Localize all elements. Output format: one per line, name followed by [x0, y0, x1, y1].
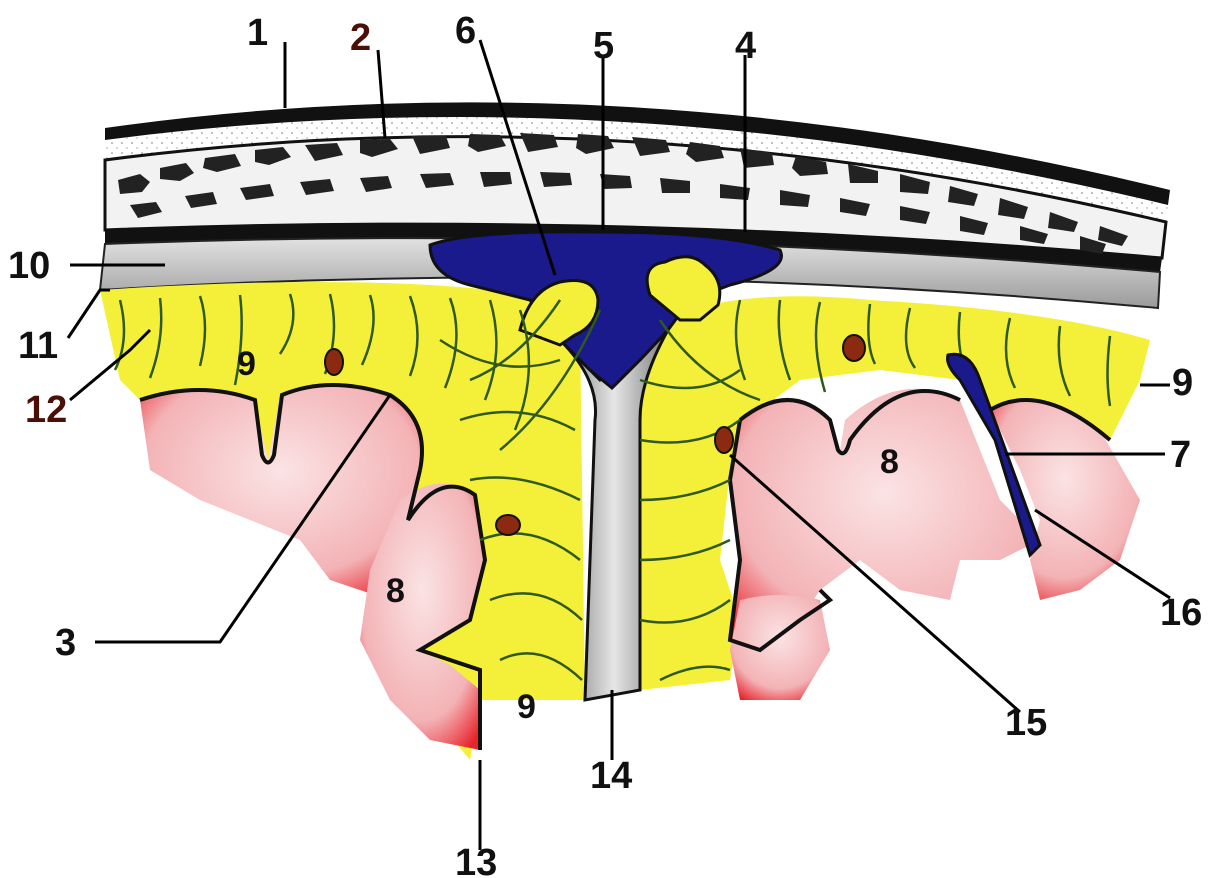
- label-16: 16: [1160, 592, 1202, 634]
- label-5: 5: [593, 25, 614, 67]
- label-2: 2: [350, 17, 371, 59]
- label-15: 15: [1005, 702, 1047, 744]
- vessel-right: [843, 335, 865, 361]
- label-12: 12: [25, 389, 67, 431]
- label-3: 3: [55, 622, 76, 664]
- label-13: 13: [455, 842, 497, 878]
- label-10: 10: [8, 245, 50, 287]
- vessel-left: [325, 349, 343, 375]
- label-14: 14: [590, 755, 632, 797]
- label-9-left: 9: [237, 345, 256, 383]
- label-1: 1: [247, 12, 268, 54]
- label-4: 4: [735, 25, 756, 67]
- label-7: 7: [1170, 434, 1191, 476]
- label-9-right: 9: [1172, 362, 1193, 404]
- label-11: 11: [18, 325, 58, 367]
- vessel-center-left: [496, 515, 520, 535]
- label-8-right: 8: [880, 443, 899, 481]
- label-6: 6: [455, 10, 476, 52]
- label-8-left: 8: [386, 572, 405, 610]
- label-9-bottom: 9: [517, 688, 536, 726]
- vessel-center-right: [715, 427, 733, 453]
